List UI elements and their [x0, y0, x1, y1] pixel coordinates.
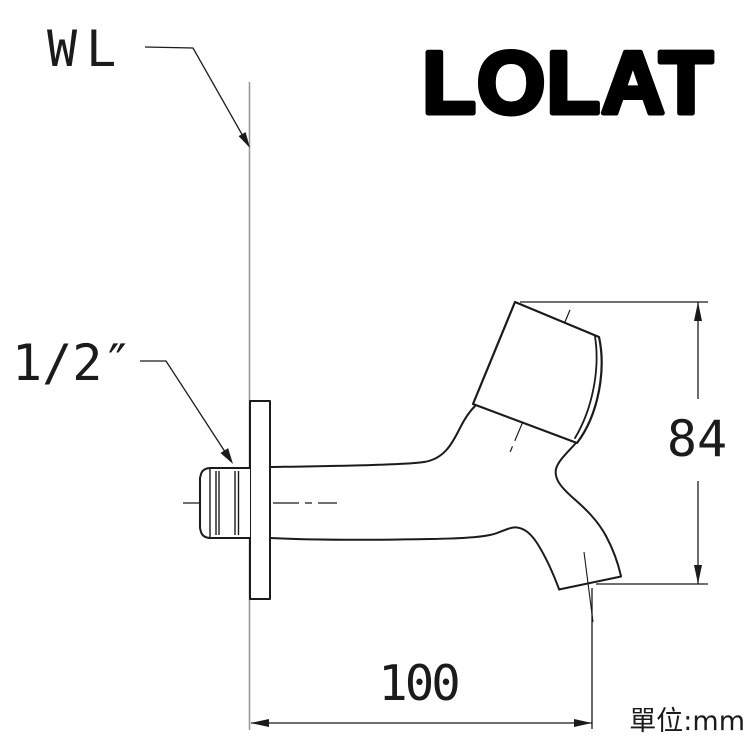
body-top-line	[269, 405, 476, 468]
thread-leader-arrow-icon	[220, 448, 233, 464]
thread-size-leader	[140, 360, 232, 462]
length-dimension-value: 100	[378, 655, 458, 712]
labels-group: WL 1/2″ 84 100 單位:mm	[12, 20, 745, 737]
thread-lines-group	[209, 469, 240, 537]
spout-outer-curve	[554, 443, 622, 577]
wall-line-leader	[144, 46, 249, 146]
wall-flange	[249, 400, 271, 600]
units-note: 單位:mm	[629, 706, 745, 737]
dimension-lines-group	[140, 46, 708, 729]
height-dim-arrow-up-icon	[694, 302, 702, 321]
arrowheads-group	[220, 132, 702, 727]
handle-knob	[471, 300, 603, 445]
spout-axis-tick	[583, 551, 594, 623]
length-dim-arrow-right-icon	[574, 719, 592, 727]
height-dimension-value: 84	[667, 410, 727, 468]
faucet-outline-group	[199, 300, 622, 600]
body-bottom-line	[269, 526, 560, 590]
thread-size-label: 1/2″	[12, 334, 132, 392]
length-dim-arrow-left-icon	[250, 719, 269, 727]
height-dim-arrow-down-icon	[694, 565, 702, 584]
threaded-inlet	[199, 467, 251, 539]
handle-rim-inner-arc	[574, 335, 598, 439]
spout-end-face	[558, 575, 622, 591]
wall-line-label: WL	[47, 20, 125, 78]
wall-leader-arrow-icon	[238, 132, 250, 148]
handle-centerline	[507, 309, 571, 458]
brand-logo: LOLAT	[422, 33, 714, 132]
